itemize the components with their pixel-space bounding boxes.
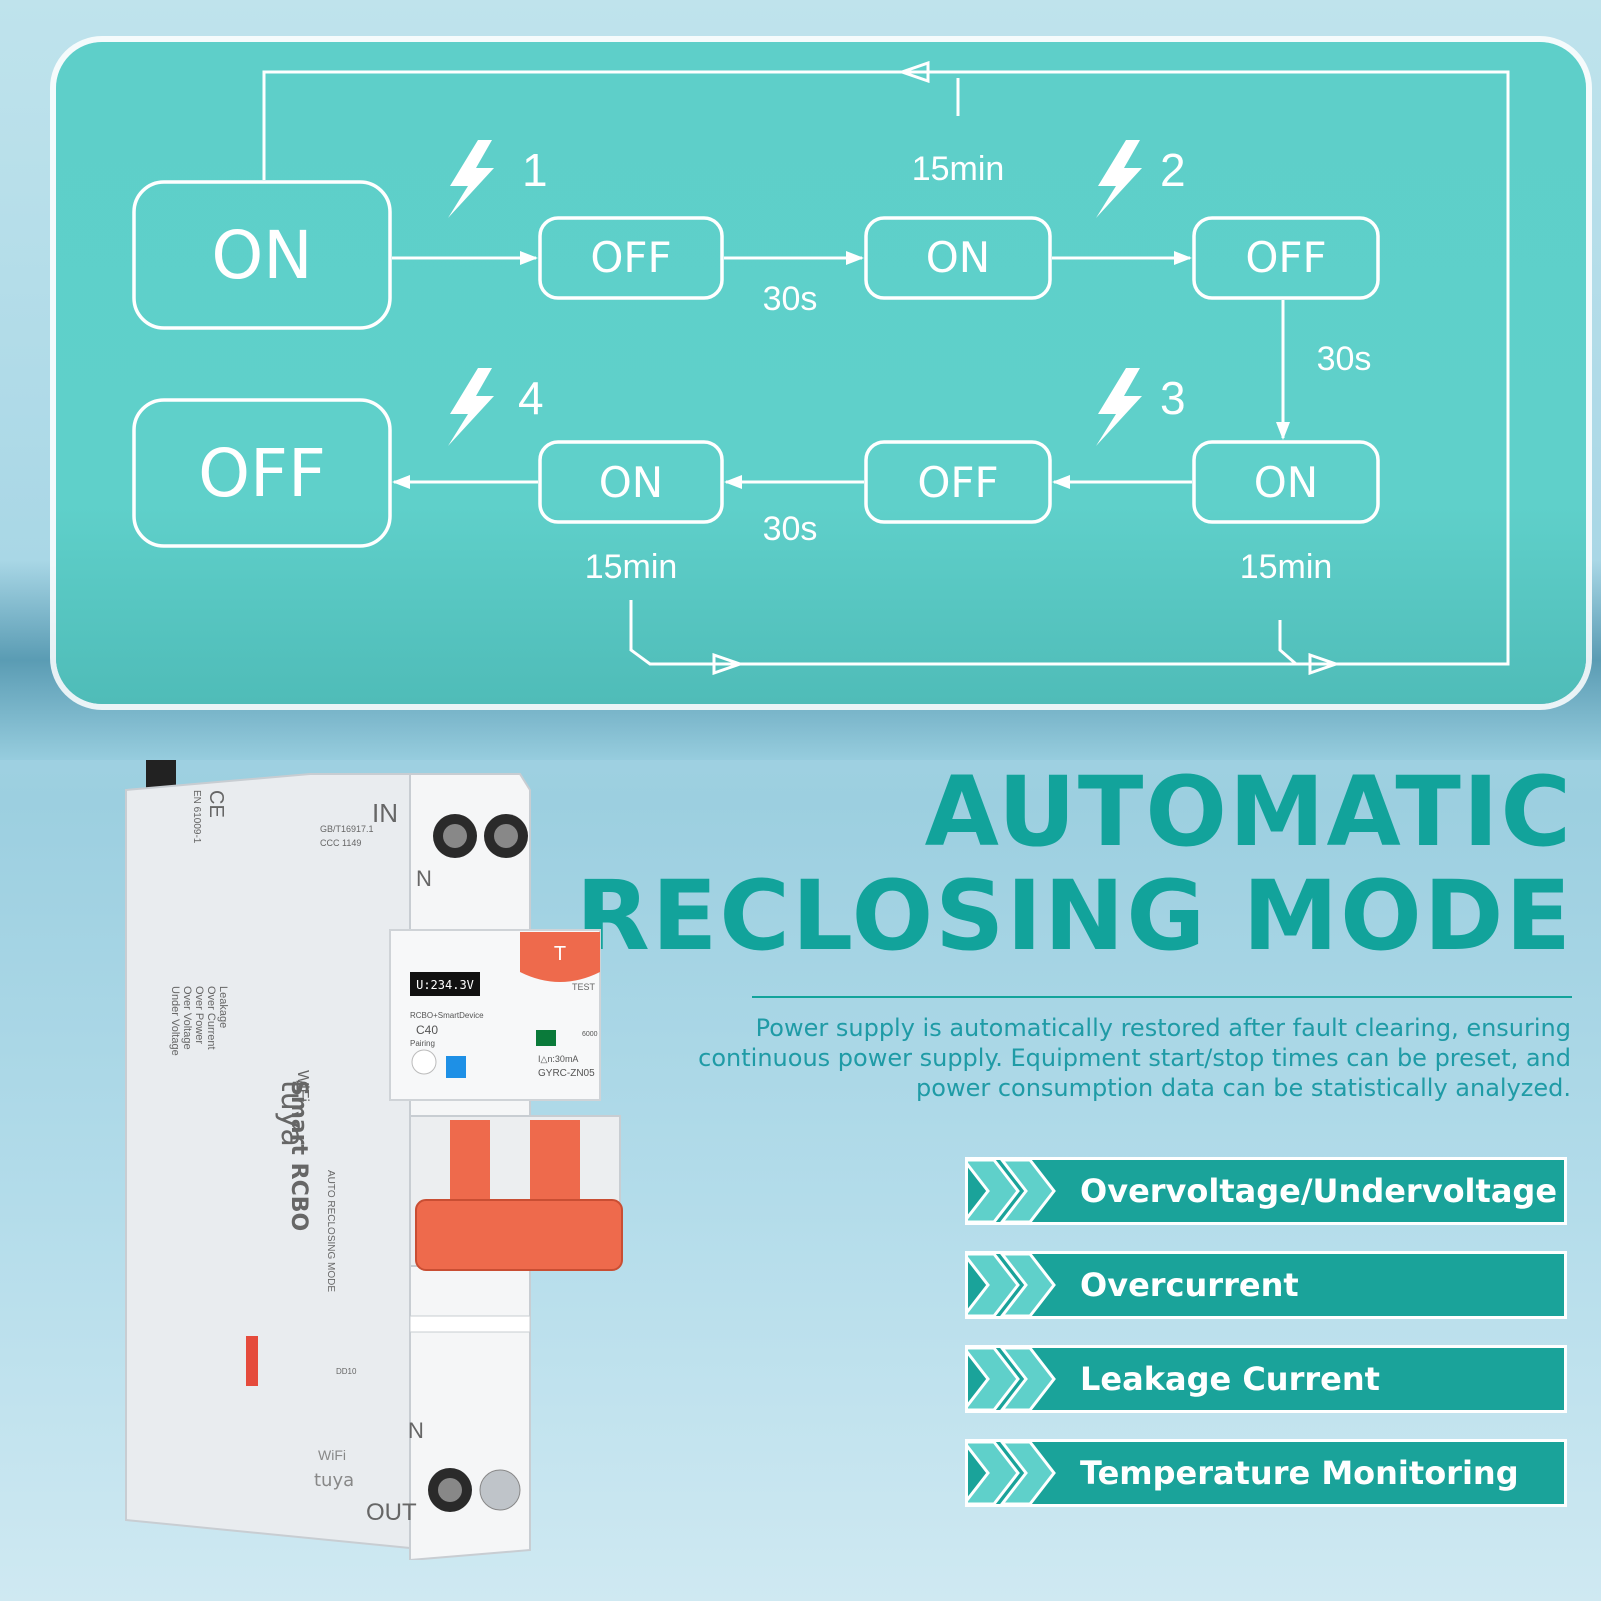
indicator-window — [536, 1030, 556, 1046]
lightning-icon-2 — [1096, 140, 1142, 218]
feature-label: Overcurrent — [1080, 1266, 1299, 1304]
headline-line-1: AUTOMATIC — [924, 756, 1573, 868]
model-number: GYRC-ZN05 — [538, 1068, 595, 1079]
indicator-code: 6000 — [582, 1031, 598, 1038]
protection-item: Over Power — [193, 986, 205, 1044]
lightning-icon-3 — [1096, 368, 1142, 446]
state-box-bottom-3 — [1192, 440, 1380, 524]
pairing-label: Pairing — [410, 1039, 435, 1048]
feature-label: Overvoltage/Undervoltage — [1080, 1172, 1558, 1210]
cert-text-1: GB/T16917.1 — [320, 824, 374, 834]
pairing-button[interactable] — [411, 1049, 437, 1075]
state-label-top-3: OFF — [1245, 233, 1326, 282]
state-box-top-2 — [864, 216, 1052, 300]
rail-code: DD10 — [336, 1367, 357, 1376]
out-label: OUT — [366, 1499, 417, 1526]
delay-label-return-bottom-left: 15min — [585, 548, 678, 586]
fault-number-2: 2 — [1160, 144, 1186, 196]
headline-line-2: RECLOSING MODE — [575, 860, 1573, 972]
feature-label: Temperature Monitoring — [1080, 1454, 1519, 1492]
feature-label: Leakage Current — [1080, 1360, 1380, 1398]
state-box-start — [132, 180, 392, 330]
n-label-top: N — [416, 866, 432, 891]
delay-label-return-bottom-right: 15min — [1240, 548, 1333, 586]
description: Power supply is automatically restored a… — [698, 1014, 1571, 1102]
lightning-icon-4 — [448, 368, 494, 446]
reclosing-flow-diagram: ON OFF ON OFF OFF ON OFF ON 1 2 3 4 30s … — [132, 0, 1510, 720]
chevrons-icon — [968, 1160, 1056, 1222]
product-name: Smart RCBO — [286, 1080, 311, 1231]
state-box-bottom-1 — [538, 440, 724, 524]
feature-item: Temperature Monitoring — [968, 1442, 1564, 1504]
model-line: RCBO+SmartDevice — [410, 1011, 484, 1020]
lightning-icon-1 — [448, 140, 494, 218]
state-box-bottom-2 — [864, 440, 1052, 524]
mode-title: AUTO RECLOSING MODE — [325, 1170, 336, 1292]
test-label: TEST — [572, 982, 596, 992]
test-button[interactable] — [520, 932, 600, 982]
n-label-bottom: N — [408, 1418, 424, 1443]
leak-rating: I△n:30mA — [538, 1054, 578, 1064]
feature-item: Overcurrent — [968, 1254, 1564, 1316]
reclosing-flow-panel — [56, 42, 1586, 704]
delay-label-return-top: 15min — [912, 150, 1005, 188]
protection-item: Over Current — [205, 986, 217, 1050]
standard-text: EN 61009-1 — [191, 790, 202, 844]
top-clip — [146, 760, 176, 790]
status-led — [446, 1056, 466, 1078]
feature-item: Overvoltage/Undervoltage — [968, 1160, 1564, 1222]
protection-item: Over Voltage — [181, 986, 193, 1050]
delay-label-right-down: 30s — [1317, 340, 1372, 378]
state-label-end: OFF — [198, 435, 326, 512]
fault-number-1: 1 — [522, 144, 548, 196]
delay-label-bottom-middle: 30s — [763, 510, 818, 548]
delay-label-top-first: 30s — [763, 280, 818, 318]
fault-number-3: 3 — [1160, 372, 1186, 424]
device-side — [125, 773, 411, 1550]
wifi-badge: WiFi — [294, 1070, 311, 1102]
voltage-readout: U:234.3V — [416, 978, 474, 992]
rating: C40 — [416, 1023, 438, 1037]
protection-item: Leakage — [217, 986, 229, 1028]
in-label: IN — [372, 798, 398, 828]
state-label-bottom-2: OFF — [917, 458, 998, 507]
state-box-top-1 — [538, 216, 724, 300]
return-loop-bottom — [629, 600, 1336, 664]
voltage-display — [410, 972, 480, 996]
wifi-badge-front: WiFi — [318, 1447, 346, 1463]
ce-mark: CE — [205, 790, 227, 818]
cert-text-2: CCC 1149 — [320, 838, 361, 848]
state-label-bottom-1: ON — [599, 458, 663, 507]
protection-item: Under Voltage — [169, 986, 181, 1056]
return-loop-top — [262, 72, 1510, 666]
brand-logo-front: tuya — [314, 1470, 354, 1491]
chevrons-icon — [968, 1442, 1056, 1504]
smart-rcbo-device: IN N GB/T16917.1 CCC 1149 CE EN 61009-1 … — [125, 760, 623, 1560]
state-label-top-2: ON — [926, 233, 990, 282]
brand-logo: tuya — [274, 1080, 309, 1147]
state-box-top-3 — [1192, 216, 1380, 300]
red-indicator — [246, 1336, 258, 1386]
state-label-top-1: OFF — [590, 233, 671, 282]
fault-number-4: 4 — [518, 372, 544, 424]
test-button-label: T — [554, 943, 566, 965]
chevrons-icon — [968, 1348, 1056, 1410]
state-box-end — [132, 398, 392, 548]
state-label-bottom-3: ON — [1254, 458, 1318, 507]
state-label-start: ON — [211, 217, 312, 294]
divider — [752, 996, 1572, 998]
toggle-handle[interactable] — [415, 1199, 623, 1271]
feature-item: Leakage Current — [968, 1348, 1564, 1410]
chevrons-icon — [968, 1254, 1056, 1316]
